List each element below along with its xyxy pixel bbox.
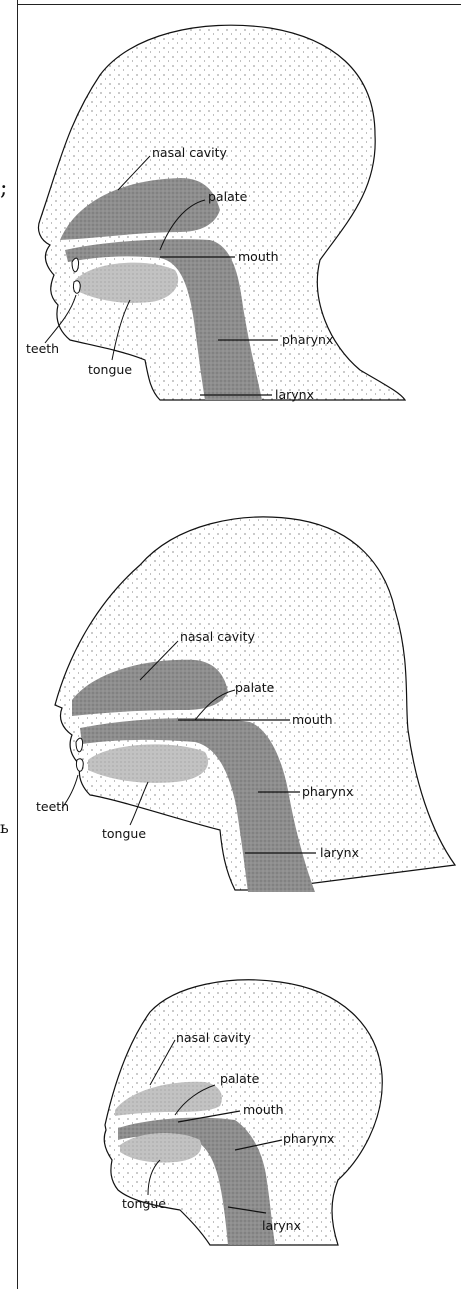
label-nasal-cavity-infant: nasal cavity: [176, 1030, 252, 1045]
label-larynx-child: larynx: [320, 845, 359, 860]
label-teeth-adult: teeth: [26, 341, 59, 356]
label-mouth-adult: mouth: [238, 249, 279, 264]
label-tongue-adult: tongue: [88, 362, 132, 377]
label-tongue-infant: tongue: [122, 1196, 166, 1211]
label-pharynx-infant: pharynx: [283, 1131, 334, 1146]
label-pharynx-child: pharynx: [302, 784, 353, 799]
label-mouth-infant: mouth: [243, 1102, 284, 1117]
label-tongue-child: tongue: [102, 826, 146, 841]
head-figure-adult: nasal cavity palate mouth pharynx larynx…: [26, 25, 405, 402]
label-palate-infant: palate: [220, 1071, 260, 1086]
label-nasal-cavity-child: nasal cavity: [180, 629, 256, 644]
label-pharynx-adult: pharynx: [282, 332, 333, 347]
label-larynx-adult: larynx: [275, 387, 314, 402]
label-teeth-child: teeth: [36, 799, 69, 814]
label-larynx-infant: larynx: [262, 1218, 301, 1233]
label-palate-child: palate: [235, 680, 275, 695]
head-figure-infant: nasal cavity palate mouth pharynx larynx…: [104, 980, 382, 1245]
label-palate-adult: palate: [208, 189, 248, 204]
label-mouth-child: mouth: [292, 712, 333, 727]
head-figure-child: nasal cavity palate mouth pharynx larynx…: [36, 517, 455, 892]
label-nasal-cavity-adult: nasal cavity: [152, 145, 228, 160]
